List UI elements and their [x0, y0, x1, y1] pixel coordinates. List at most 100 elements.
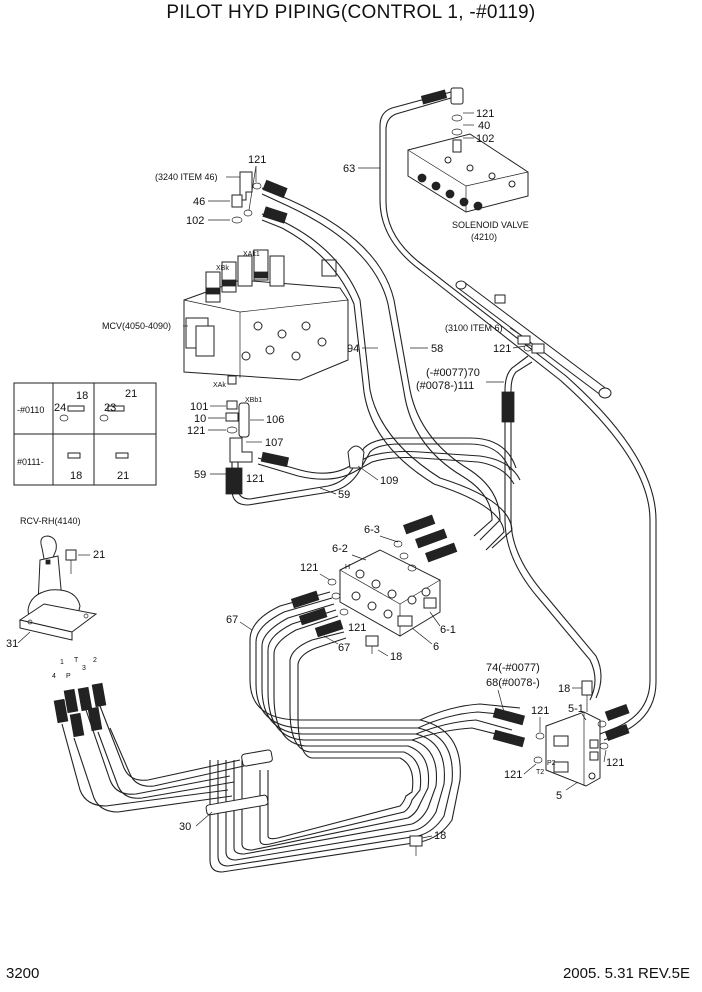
- fitting-top: [450, 87, 464, 105]
- inset-table: [13, 382, 157, 486]
- port-xak: XAk: [213, 382, 226, 389]
- rcv-port-1: 1: [60, 659, 64, 666]
- port-xbk: XBk: [216, 265, 229, 272]
- callout-58: 58: [431, 343, 443, 355]
- callout-40: 40: [478, 120, 490, 132]
- callout-5: 5: [556, 790, 562, 802]
- callout-68: 68(#0078-): [486, 677, 540, 689]
- callout-121-l: 121: [187, 425, 205, 437]
- callout-107: 107: [265, 437, 283, 449]
- callout-121-r3: 121: [606, 757, 624, 769]
- fitting-101: [226, 400, 238, 410]
- o-ring: [252, 182, 262, 190]
- callout-59a: 59: [194, 469, 206, 481]
- o-ring: [451, 128, 463, 136]
- inset-r1-a: 18: [76, 390, 88, 402]
- solenoid-valve: [407, 133, 529, 213]
- footer-date: 2005. 5.31 REV.5E: [562, 965, 690, 982]
- ref-3240: (3240 ITEM 46): [155, 172, 218, 182]
- callout-121-r2: 121: [504, 769, 522, 781]
- fitting-10: [225, 412, 239, 422]
- port-xak1: XAk1: [243, 251, 260, 258]
- rcv-port-t: T: [74, 657, 79, 664]
- mcv-label: MCV(4050-4090): [102, 321, 171, 331]
- solenoid-valve-label: SOLENOID VALVE: [452, 220, 529, 230]
- callout-101: 101: [190, 401, 208, 413]
- hose-crimp: [225, 467, 243, 495]
- hose-crimp: [492, 729, 526, 748]
- callout-6: 6: [433, 641, 439, 653]
- rcv-joystick: [18, 535, 98, 641]
- elbow-107: [229, 437, 253, 463]
- hose-crimp: [604, 723, 630, 741]
- inset-r1-d: 23: [104, 402, 116, 414]
- callout-94: 94: [347, 343, 359, 355]
- hose-crimp: [298, 607, 328, 626]
- hose-crimp: [425, 542, 458, 563]
- callout-74: 74(-#0077): [486, 662, 540, 674]
- rcv-port-4: 4: [52, 673, 56, 680]
- inset-r1-c: 21: [125, 388, 137, 400]
- solenoid-valve-ref: (4210): [471, 232, 497, 242]
- inset-r1-b: 24: [54, 402, 66, 414]
- callout-70: (-#0077)70: [426, 367, 480, 379]
- callout-67b: 67: [338, 642, 350, 654]
- o-ring: [226, 426, 238, 434]
- callout-18-r: 18: [558, 683, 570, 695]
- bolt-18-blk: [365, 635, 379, 647]
- pipe-bundle: [205, 591, 521, 873]
- callout-10: 10: [194, 413, 206, 425]
- fitting-46: [231, 194, 243, 208]
- inset-row1-label: -#0110: [17, 405, 44, 415]
- hose-crimp: [262, 206, 288, 224]
- bolt-18-r: [581, 680, 593, 696]
- mcv-valve: [183, 249, 349, 385]
- callout-6-3: 6-3: [364, 524, 380, 536]
- bolt-18: [409, 835, 423, 847]
- callout-18-bot: 18: [434, 830, 446, 842]
- callout-30: 30: [179, 821, 191, 833]
- callout-121: 121: [476, 108, 494, 120]
- callout-102: 102: [476, 133, 494, 145]
- callout-18-blk: 18: [390, 651, 402, 663]
- rcv-port-p: P: [66, 673, 71, 680]
- callout-106: 106: [266, 414, 284, 426]
- hose-crimp: [403, 514, 436, 535]
- inset-r2-b: 21: [117, 470, 129, 482]
- callout-121-blk: 121: [300, 562, 318, 574]
- inset-row2-label: #0111-: [17, 457, 44, 467]
- callout-6-2: 6-2: [332, 543, 348, 555]
- callout-46: 46: [193, 196, 205, 208]
- callout-102-mcv: 102: [186, 215, 204, 227]
- callout-121-mcv: 121: [248, 154, 266, 166]
- clamp-109: [347, 445, 365, 469]
- valve-block-5: [545, 711, 601, 787]
- hose-crimp: [501, 391, 515, 423]
- callout-31: 31: [6, 638, 18, 650]
- hose-crimp: [415, 528, 448, 549]
- hose-crimp: [314, 619, 344, 638]
- o-ring: [231, 216, 243, 224]
- callout-67a: 67: [226, 614, 238, 626]
- page-number: 3200: [6, 965, 40, 982]
- rcv-hoses: [53, 682, 107, 738]
- hose-crimp: [492, 707, 526, 726]
- hose-crimp: [290, 590, 320, 609]
- bolt-21: [65, 549, 77, 561]
- callout-121-mid: 121: [493, 343, 511, 355]
- rcv-port-2: 2: [93, 657, 97, 664]
- callout-21-rcv: 21: [93, 549, 105, 561]
- ref-3100: (3100 ITEM 6): [445, 323, 503, 333]
- callout-121-59: 121: [246, 473, 264, 485]
- port-xbb1: XBb1: [245, 397, 262, 404]
- hose-crimp: [604, 703, 630, 721]
- hose-crimp: [420, 89, 448, 105]
- callout-6-1: 6-1: [440, 624, 456, 636]
- callout-121-r1: 121: [531, 705, 549, 717]
- port-t2: T2: [536, 769, 544, 776]
- hose-crimp: [260, 451, 290, 468]
- pipe-bracket: [455, 280, 612, 399]
- rcv-port-3: 3: [82, 665, 86, 672]
- callout-59b: 59: [338, 489, 350, 501]
